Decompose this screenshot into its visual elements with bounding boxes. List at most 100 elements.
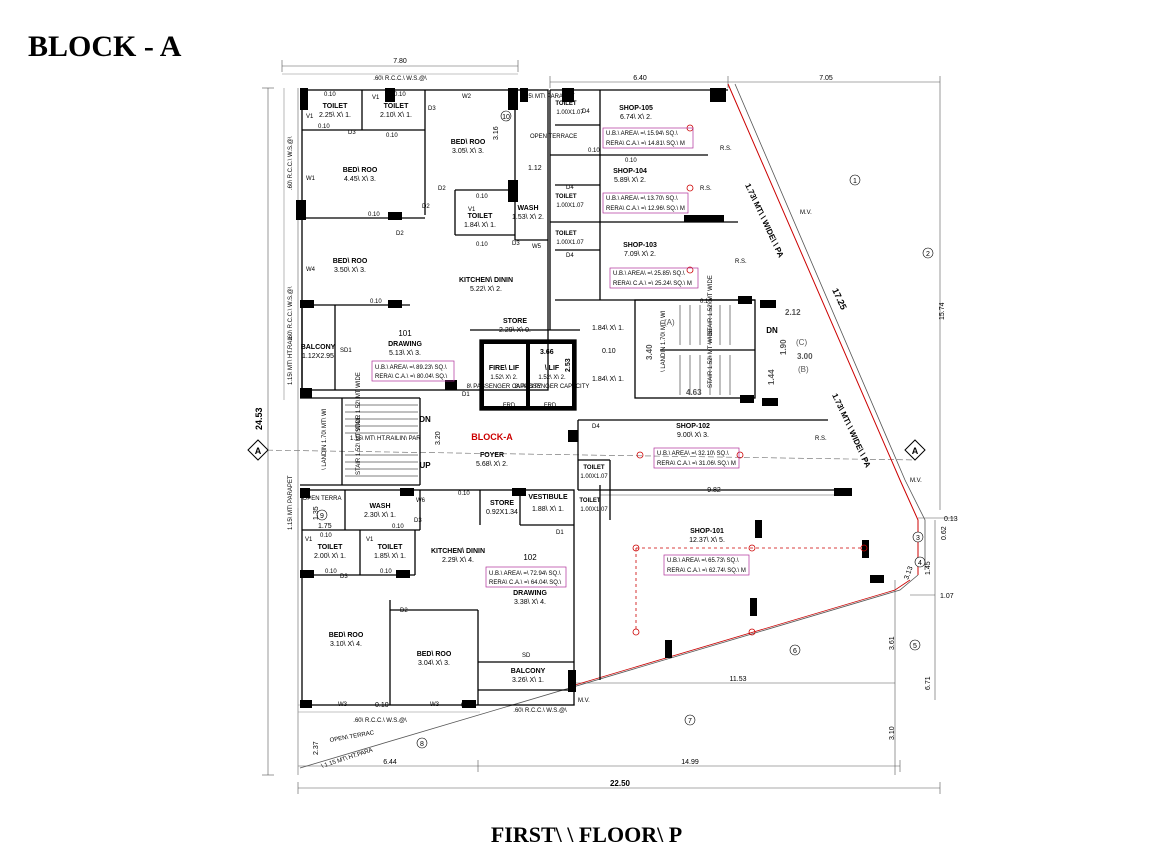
block-heading: BLOCK - A	[28, 30, 182, 63]
svg-text:OPEN\ TERRAC: OPEN\ TERRAC	[329, 730, 375, 744]
svg-text:10: 10	[502, 114, 510, 121]
svg-text:1: 1	[853, 178, 857, 185]
svg-text:A: A	[912, 446, 919, 456]
svg-text:2.00\ X\ 1.: 2.00\ X\ 1.	[314, 553, 346, 560]
svg-text:2.29\ X\ 0.: 2.29\ X\ 0.	[499, 327, 531, 334]
stair-marks: (A) (B) (C)	[664, 318, 809, 374]
svg-text:6.40: 6.40	[633, 75, 647, 82]
svg-text:RERA\ C.A.\ =\ 80.04\ SQ.\: RERA\ C.A.\ =\ 80.04\ SQ.\	[375, 374, 448, 380]
svg-text:6.44: 6.44	[383, 759, 397, 766]
svg-text:RERA\ C.A.\ =\ 31.06\ SQ.\ M: RERA\ C.A.\ =\ 31.06\ SQ.\ M	[657, 461, 736, 467]
shop-toilet-labels: TOILET 1.00X1.07 TOILET 1.00X1.07 TOILET…	[555, 101, 608, 513]
grid-axis-a	[257, 449, 916, 461]
svg-text:102: 102	[523, 553, 537, 562]
svg-text:W6: W6	[416, 498, 426, 504]
svg-text:3.10\ X\ 4.: 3.10\ X\ 4.	[330, 641, 362, 648]
svg-text:KITCHEN\ DININ: KITCHEN\ DININ	[459, 277, 513, 284]
svg-text:22.50: 22.50	[610, 779, 631, 788]
svg-text:OPEN TERRACE: OPEN TERRACE	[530, 134, 577, 140]
svg-text:0.92X1.34: 0.92X1.34	[486, 509, 518, 516]
svg-text:5.68\ X\ 2.: 5.68\ X\ 2.	[476, 461, 508, 468]
circled-marker-labels: 1 2 3 4 5 6 7 8 9 10	[320, 114, 930, 748]
svg-text:3.04\ X\ 3.: 3.04\ X\ 3.	[418, 660, 450, 667]
svg-text:M.V.: M.V.	[910, 478, 922, 484]
svg-text:1.00X1.07: 1.00X1.07	[556, 110, 584, 116]
svg-text:0.10: 0.10	[588, 148, 600, 154]
svg-text:(B): (B)	[798, 365, 809, 374]
svg-text:.60\ R.C.C.\ W.S.@\: .60\ R.C.C.\ W.S.@\	[373, 76, 427, 82]
svg-text:SHOP-101: SHOP-101	[690, 528, 724, 535]
dimension-lines	[262, 60, 955, 794]
svg-text:BALCONY: BALCONY	[301, 344, 336, 351]
svg-text:V1: V1	[372, 95, 380, 101]
svg-text:SD1: SD1	[340, 348, 352, 354]
svg-text:0.10: 0.10	[461, 702, 475, 709]
svg-text:1.35: 1.35	[313, 506, 320, 520]
svg-text:1.88\ X\ 1.: 1.88\ X\ 1.	[532, 506, 564, 513]
svg-text:\ LIF: \ LIF	[545, 365, 560, 372]
svg-text:U.B.\ AREA\ =\ 89.23\ SQ.\: U.B.\ AREA\ =\ 89.23\ SQ.\	[375, 365, 447, 371]
svg-text:0.10: 0.10	[320, 533, 332, 539]
area-boxes	[371, 127, 750, 588]
lift-shaft-walls	[480, 340, 576, 410]
svg-text:8\ PASSENGER CAPACITY: 8\ PASSENGER CAPACITY	[467, 384, 542, 390]
svg-text:TOILET: TOILET	[555, 231, 577, 237]
svg-text:BALCONY: BALCONY	[511, 668, 546, 675]
svg-text:1.00X1.07: 1.00X1.07	[556, 240, 584, 246]
svg-text:FRD: FRD	[544, 403, 557, 409]
structural-columns	[296, 88, 884, 708]
svg-text:3.61: 3.61	[889, 636, 896, 650]
svg-text:7.80: 7.80	[393, 58, 407, 65]
svg-text:W2: W2	[462, 94, 472, 100]
svg-text:M.V.: M.V.	[578, 698, 590, 704]
flat-101-labels: TOILET 2.25\ X\ 1. TOILET 2.10\ X\ 1. BE…	[301, 103, 544, 360]
svg-text:RERA\ C.A.\ =\ 25.24\ SQ.\ M: RERA\ C.A.\ =\ 25.24\ SQ.\ M	[613, 281, 692, 287]
svg-text:1.85\ X\ 1.: 1.85\ X\ 1.	[374, 553, 406, 560]
svg-text:KITCHEN\ DININ: KITCHEN\ DININ	[431, 548, 485, 555]
svg-text:9.82: 9.82	[707, 487, 721, 494]
svg-text:1.90: 1.90	[779, 339, 788, 355]
svg-text:11.53: 11.53	[730, 676, 747, 683]
svg-text:D4: D4	[566, 185, 574, 191]
svg-text:1.53\ X\ 2.: 1.53\ X\ 2.	[512, 214, 544, 221]
svg-text:1.07: 1.07	[940, 593, 954, 600]
svg-text:W3: W3	[430, 702, 440, 708]
svg-text:6.74\ X\ 2.: 6.74\ X\ 2.	[620, 114, 652, 121]
svg-text:DN: DN	[766, 326, 778, 335]
svg-text:(C): (C)	[796, 338, 807, 347]
svg-text:M.V.: M.V.	[800, 210, 812, 216]
circled-markers	[316, 110, 934, 749]
shop-labels: SHOP-105 6.74\ X\ 2. SHOP-104 5.89\ X\ 2…	[613, 105, 725, 544]
svg-text:1.12X2.95: 1.12X2.95	[302, 353, 334, 360]
diagonal-dimension: 17.25	[830, 287, 849, 312]
svg-text:1.84\ X\ 1.: 1.84\ X\ 1.	[464, 222, 496, 229]
svg-text:SHOP-104: SHOP-104	[613, 168, 647, 175]
svg-text:TOILET: TOILET	[555, 101, 577, 107]
svg-text:STORE: STORE	[503, 318, 527, 325]
svg-text:9.00\ X\ 3.: 9.00\ X\ 3.	[677, 432, 709, 439]
svg-text:1.52\ X\ 2.: 1.52\ X\ 2.	[538, 375, 566, 381]
svg-text:1.15\ MT\ HT.RAIL: 1.15\ MT\ HT.RAIL	[288, 335, 294, 385]
svg-text:U.B.\ AREA\ =\ 72.94\ SQ.\: U.B.\ AREA\ =\ 72.94\ SQ.\	[489, 571, 561, 577]
flat-101-areas: U.B.\ AREA\ =\ 89.23\ SQ.\ RERA\ C.A.\ =…	[375, 365, 448, 380]
svg-text:V1: V1	[468, 207, 476, 213]
corridor-sizes: 1.84\ X\ 1. 1.84\ X\ 1.	[592, 325, 624, 383]
flat-102-labels: OPEN TERRA WASH 2.30\ X\ 1. STORE 0.92X1…	[303, 494, 568, 684]
svg-text:D1: D1	[556, 530, 564, 536]
svg-text:SHOP-105: SHOP-105	[619, 105, 653, 112]
svg-text:BED\ ROO: BED\ ROO	[451, 139, 486, 146]
svg-text:2: 2	[926, 251, 930, 258]
svg-text:3.16: 3.16	[493, 126, 500, 140]
svg-text:TOILET: TOILET	[323, 103, 348, 110]
svg-text:WASH: WASH	[370, 503, 391, 510]
svg-text:5.13\ X\ 3.: 5.13\ X\ 3.	[389, 350, 421, 357]
grid-marker-right: A	[904, 439, 926, 461]
svg-text:WASH: WASH	[518, 205, 539, 212]
opening-tags: R.S. R.S. R.S. R.S. M.V. M.V. M.V. D1 D1…	[305, 92, 922, 708]
svg-text:2.25\ X\ 1.: 2.25\ X\ 1.	[319, 112, 351, 119]
svg-text:2.10\ X\ 1.: 2.10\ X\ 1.	[380, 112, 412, 119]
svg-text:0.10: 0.10	[476, 194, 488, 200]
svg-text:FIRE\ LIF: FIRE\ LIF	[489, 365, 520, 372]
svg-text:STORE: STORE	[490, 500, 514, 507]
svg-text:D3: D3	[414, 518, 422, 524]
